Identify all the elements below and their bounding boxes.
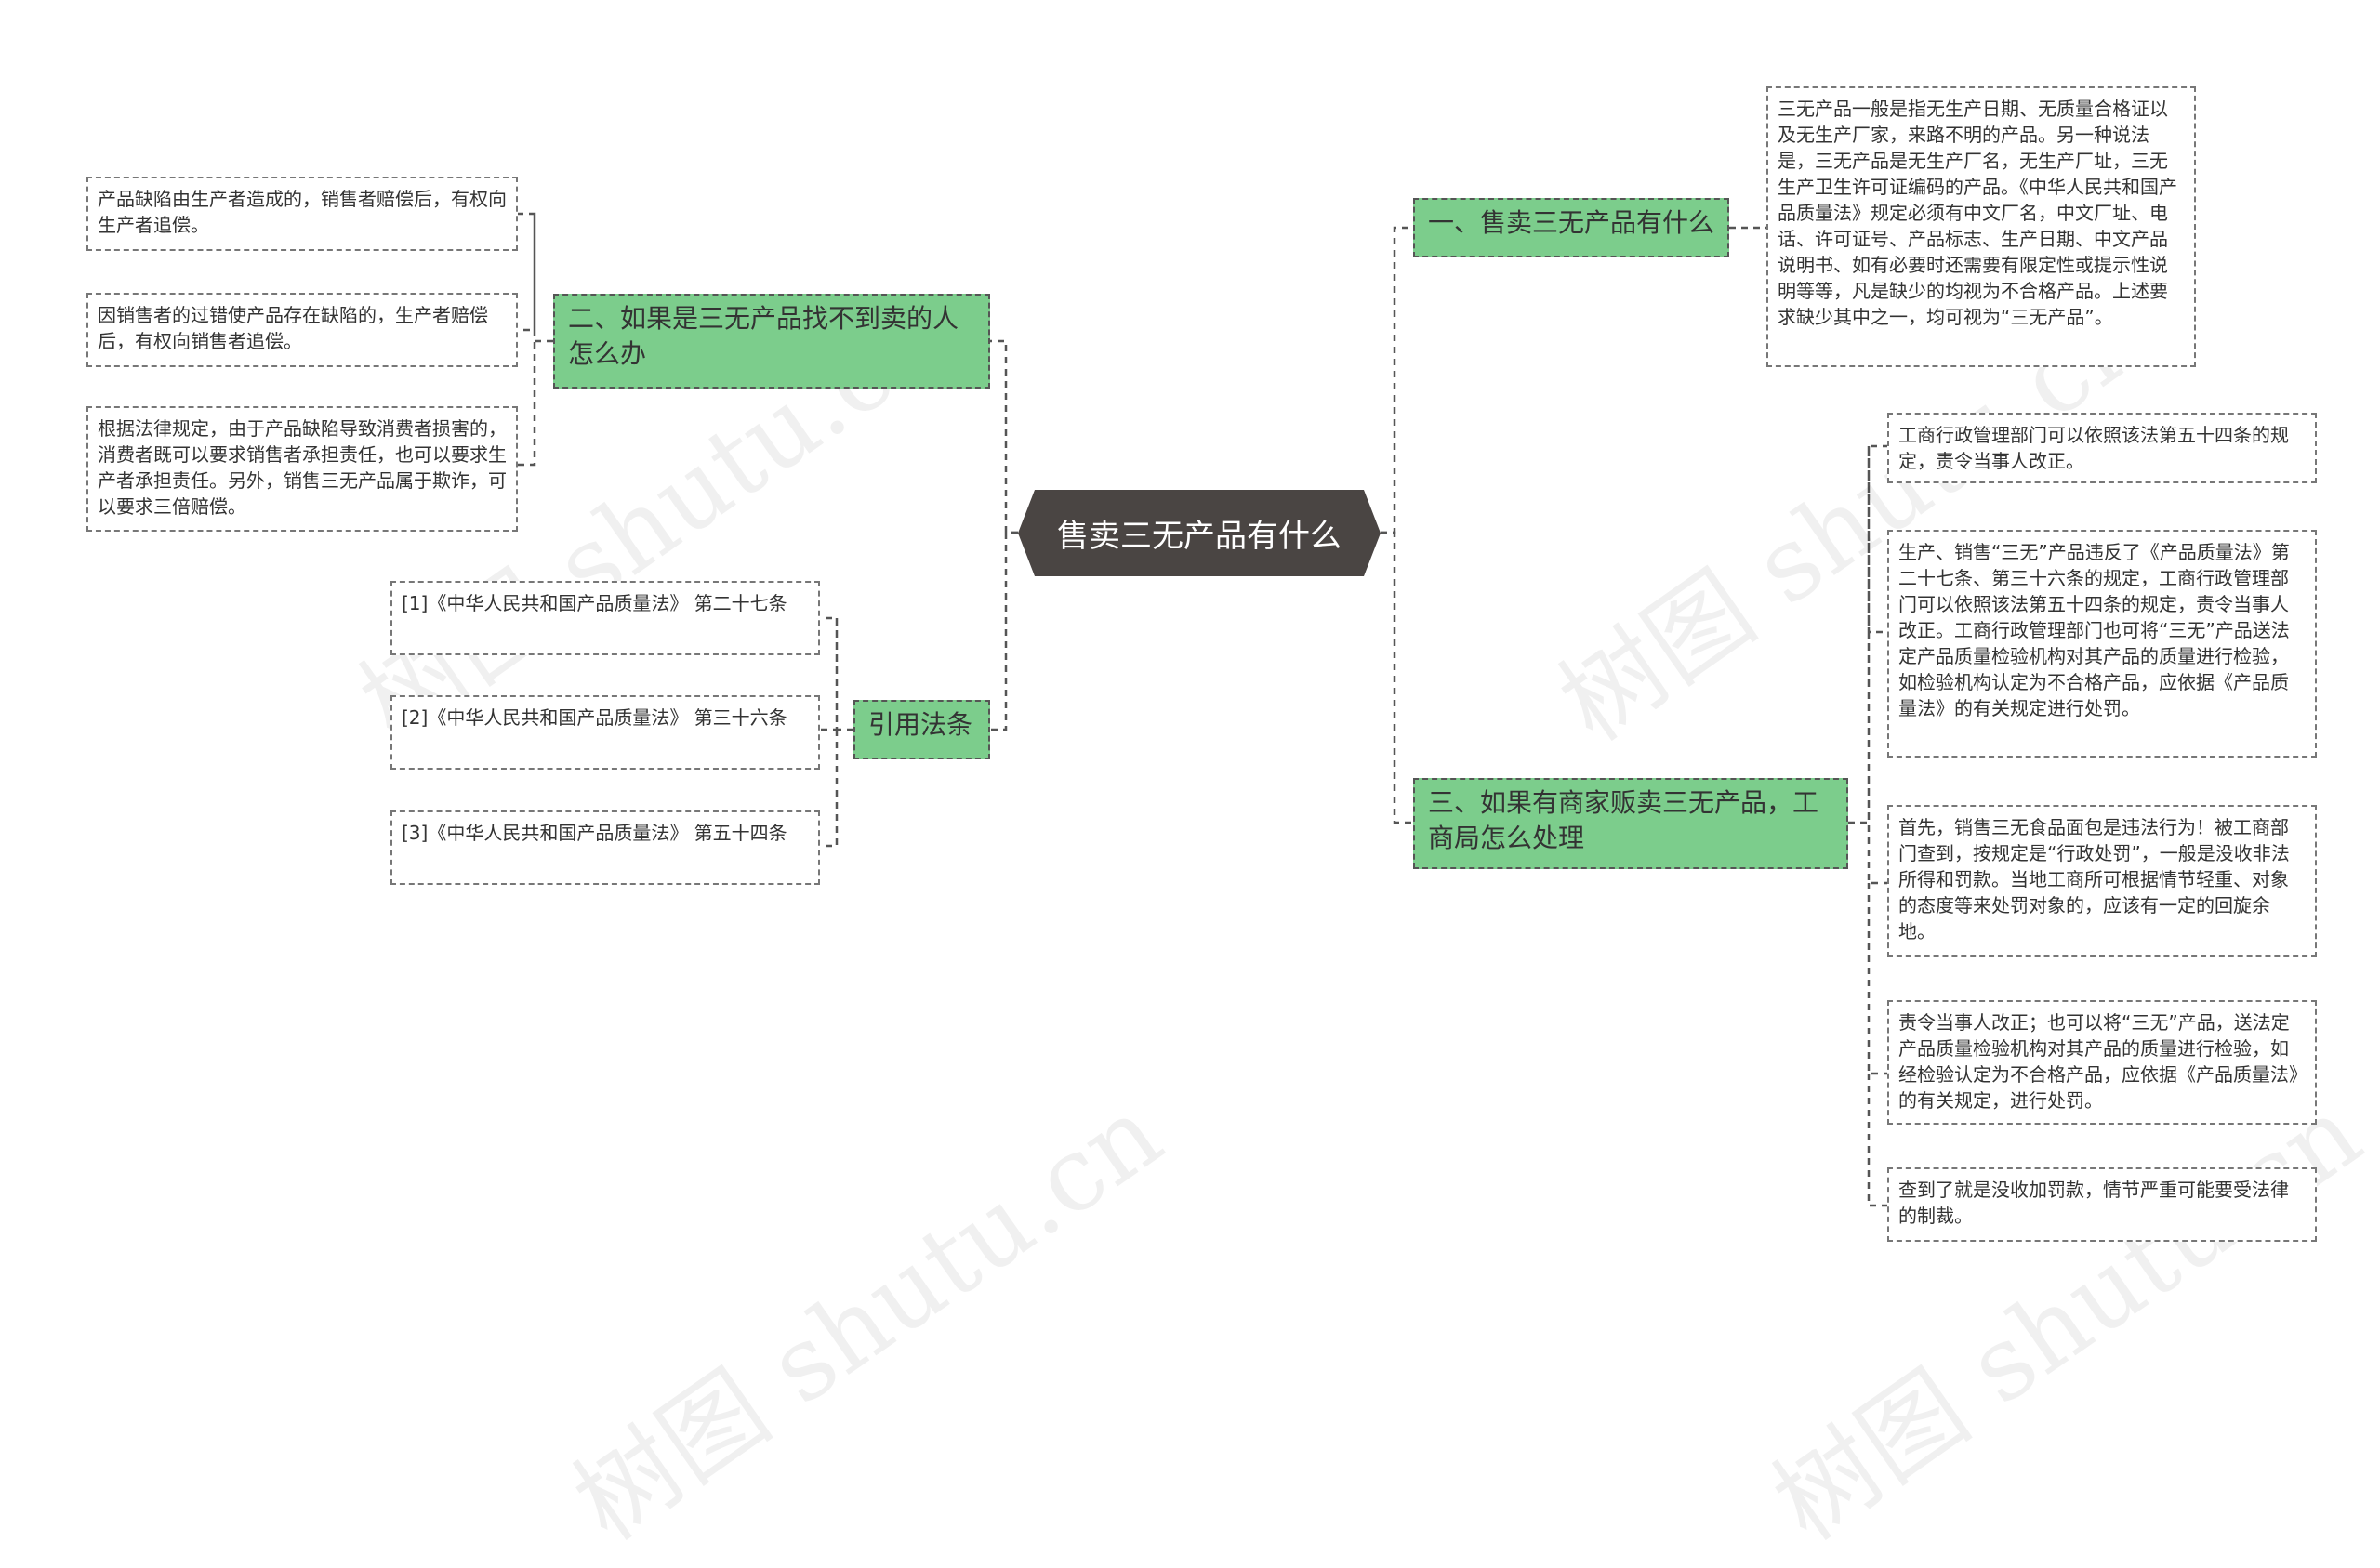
connector-lines <box>518 212 1887 1207</box>
leaf-definition: 三无产品一般是指无生产日期、无质量合格证以及无生产厂家，来路不明的产品。另一种说… <box>1766 86 2196 367</box>
law-citation-36[interactable]: [2]《中华人民共和国产品质量法》 第三十六条 <box>390 695 820 770</box>
leaf-b2-3: 根据法律规定，由于产品缺陷导致消费者损害的，消费者既可以要求销售者承担责任，也可… <box>86 406 518 532</box>
leaf-b3-3: 首先，销售三无食品面包是违法行为！被工商部门查到，按规定是“行政处罚”，一般是没… <box>1887 805 2317 957</box>
leaf-b3-4: 责令当事人改正；也可以将“三无”产品，送法定产品质量检验机构对其产品的质量进行检… <box>1887 1000 2317 1125</box>
leaf-b2-1: 产品缺陷由生产者造成的，销售者赔偿后，有权向生产者追偿。 <box>86 177 518 251</box>
edge-b3-leaves <box>1848 444 1887 1207</box>
leaf-b3-1: 工商行政管理部门可以依照该法第五十四条的规定，责令当事人改正。 <box>1887 413 2317 483</box>
leaf-b3-5: 查到了就是没收加罚款，情节严重可能要受法律的制裁。 <box>1887 1167 2317 1242</box>
branch-merchant-handling[interactable]: 三、如果有商家贩卖三无产品，工商局怎么处理 <box>1413 778 1848 869</box>
branch-cited-laws[interactable]: 引用法条 <box>853 700 990 759</box>
branch-what-is-sold[interactable]: 一、售卖三无产品有什么 <box>1413 198 1729 257</box>
edge-root-b3 <box>1381 531 1413 824</box>
leaf-b2-2: 因销售者的过错使产品存在缺陷的，生产者赔偿后，有权向销售者追偿。 <box>86 293 518 367</box>
root-topic[interactable]: 售卖三无产品有什么 <box>1018 490 1381 576</box>
edge-root-b4 <box>990 531 1018 731</box>
law-citation-54[interactable]: [3]《中华人民共和国产品质量法》 第五十四条 <box>390 810 820 885</box>
edge-b4-leaves <box>820 616 853 848</box>
branch-seller-not-found[interactable]: 二、如果是三无产品找不到卖的人怎么办 <box>553 294 990 389</box>
edge-root-b2 <box>990 339 1018 534</box>
law-citation-27[interactable]: [1]《中华人民共和国产品质量法》 第二十七条 <box>390 581 820 655</box>
edge-b2-leaves <box>518 212 553 467</box>
edge-root-b1 <box>1381 226 1413 534</box>
leaf-b3-2: 生产、销售“三无”产品违反了《产品质量法》第二十七条、第三十六条的规定，工商行政… <box>1887 530 2317 758</box>
